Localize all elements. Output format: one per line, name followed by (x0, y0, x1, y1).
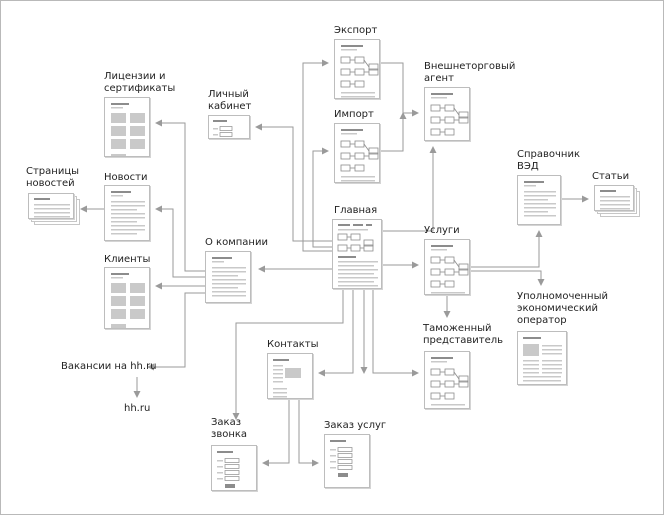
node-label-vacancies: Вакансии на hh.ru (61, 361, 157, 372)
connector-main-call-order (232, 289, 344, 420)
clients-page-thumbnail-wireframe (111, 273, 145, 328)
authorized-operator-page-thumbnail (517, 331, 567, 385)
news-pages-stack-thumbnail-wireframe (34, 198, 70, 218)
main-page-thumbnail-wireframe (337, 224, 378, 287)
customs-rep-page-thumbnail (424, 351, 470, 409)
licenses-page-thumbnail-wireframe (111, 103, 145, 156)
connector-import-agent (380, 112, 407, 152)
connector-export-agent (380, 62, 419, 117)
connector-about-vacancies (147, 292, 205, 371)
service-order-page-thumbnail (324, 434, 370, 488)
node-label-articles: Статьи (592, 171, 630, 182)
node-label-ved-directory: Справочник ВЭД (517, 149, 580, 172)
articles-stack-thumbnail-wireframe (600, 190, 630, 210)
node-label-call-order: Заказ звонка (211, 417, 248, 440)
connector-services-directory (470, 230, 543, 268)
news-page-thumbnail (104, 185, 150, 241)
ved-directory-page-thumbnail-wireframe (524, 181, 556, 217)
foreign-trade-agent-page-thumbnail-wireframe (430, 93, 469, 136)
import-page-thumbnail (334, 123, 380, 183)
personal-account-page-thumbnail-wireframe (213, 120, 233, 137)
node-label-service-order: Заказ услуг (324, 420, 387, 431)
connector-main-personal-account (255, 123, 332, 242)
connector-main-customs (372, 289, 419, 377)
about-page-thumbnail-wireframe (212, 257, 246, 297)
connector-about-licenses (155, 119, 205, 272)
articles-stack-thumbnail (594, 185, 634, 211)
connector-contacts-service-order (298, 399, 319, 467)
authorized-operator-page-thumbnail-wireframe (523, 337, 562, 382)
ved-directory-page-thumbnail (517, 175, 561, 225)
call-order-page-thumbnail (211, 445, 257, 491)
connector-main-agent (382, 146, 437, 232)
contacts-page-thumbnail-wireframe (273, 359, 301, 398)
service-order-page-thumbnail-wireframe (330, 440, 353, 477)
node-label-news: Новости (104, 172, 148, 183)
import-page-thumbnail-wireframe (340, 129, 379, 182)
node-label-import: Импорт (334, 109, 374, 120)
connector-about-news (155, 205, 205, 278)
contacts-page-thumbnail (267, 353, 313, 399)
node-label-services: Услуги (424, 225, 460, 236)
node-label-customs-rep: Таможенный представитель (423, 323, 504, 346)
main-page-thumbnail (332, 219, 382, 289)
connector-main-export (302, 59, 332, 252)
node-label-foreign-trade-agent: Внешнеторговый агент (424, 61, 516, 84)
news-page-thumbnail-wireframe (111, 191, 145, 235)
clients-page-thumbnail (104, 267, 150, 329)
connector-contacts-call-order (262, 399, 290, 467)
connector-services-operator (470, 270, 545, 286)
news-pages-stack-thumbnail (28, 193, 74, 219)
node-label-personal-account: Личный кабинет (208, 89, 252, 112)
customs-rep-page-thumbnail-wireframe (430, 357, 469, 406)
node-label-authorized-operator: Уполномоченный экономический оператор (517, 291, 608, 326)
node-label-about: О компании (205, 237, 268, 248)
call-order-page-thumbnail-wireframe (217, 451, 240, 488)
licenses-page-thumbnail (104, 97, 150, 157)
node-label-licenses: Лицензии и сертификаты (104, 71, 176, 94)
about-page-thumbnail (205, 251, 251, 303)
export-page-thumbnail-wireframe (340, 45, 379, 98)
services-page-thumbnail-wireframe (430, 245, 469, 294)
node-label-contacts: Контакты (267, 339, 319, 350)
node-label-news-pages: Страницы новостей (26, 166, 80, 189)
export-page-thumbnail (334, 39, 380, 99)
node-label-main: Главная (334, 205, 378, 216)
node-label-hh: hh.ru (124, 403, 151, 414)
connector-main-import (312, 147, 332, 248)
connector-main-contacts (318, 289, 354, 377)
services-page-thumbnail (424, 239, 470, 295)
node-label-clients: Клиенты (104, 254, 151, 265)
personal-account-page-thumbnail (208, 115, 250, 139)
node-label-export: Экспорт (334, 25, 378, 36)
foreign-trade-agent-page-thumbnail (424, 87, 470, 141)
